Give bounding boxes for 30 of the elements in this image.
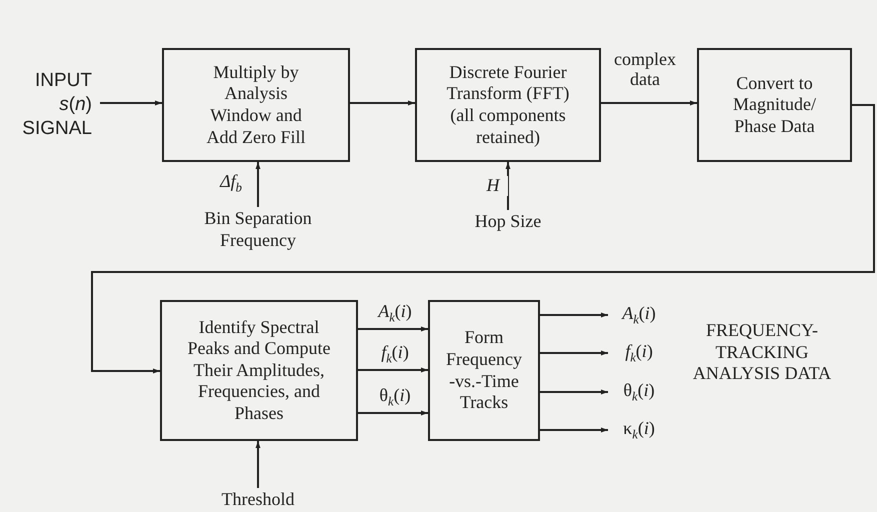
output-label: κ$_{k}$(i) [608, 418, 670, 442]
parameter-label: Threshold [210, 488, 306, 511]
arrow [540, 390, 608, 394]
arrow [358, 410, 428, 416]
arrow [601, 100, 697, 106]
arrow [256, 441, 260, 488]
process-box: Identify Spectral Peaks and Compute Their Amplitudes, Frequencies, and Phases [160, 300, 358, 441]
process-box: Convert to Magnitude/ Phase Data [697, 48, 852, 162]
process-box: Multiply by Analysis Window and Add Zero Fill [162, 48, 350, 162]
process-box: Discrete Fourier Transform (FFT) (all components retained) [415, 48, 601, 162]
process-box: Form Frequency -vs.-Time Tracks [428, 300, 540, 441]
arrow [506, 162, 510, 210]
arrow [540, 312, 608, 318]
output-label: f$_{k}$(i) [608, 341, 670, 365]
arrow [358, 326, 428, 332]
output-label: θ$_{k}$(i) [608, 380, 670, 404]
parameter-label: Hop Size [466, 210, 550, 234]
arrow [100, 100, 162, 106]
signal-text: SIGNAL [22, 116, 92, 141]
output-label: A$_{k}$(i) [608, 303, 670, 327]
parameter-label: Bin Separation Frequency [190, 207, 326, 253]
arrow [256, 162, 260, 207]
arrow [358, 368, 428, 372]
signal-text: s(n) [59, 93, 92, 117]
output-description: FREQUENCY- TRACKING ANALYSIS DATA [692, 320, 832, 385]
arrow [91, 104, 875, 374]
signal-text: INPUT [35, 69, 92, 94]
arrow [350, 100, 415, 106]
arrow [540, 350, 608, 356]
arrow [540, 428, 608, 432]
